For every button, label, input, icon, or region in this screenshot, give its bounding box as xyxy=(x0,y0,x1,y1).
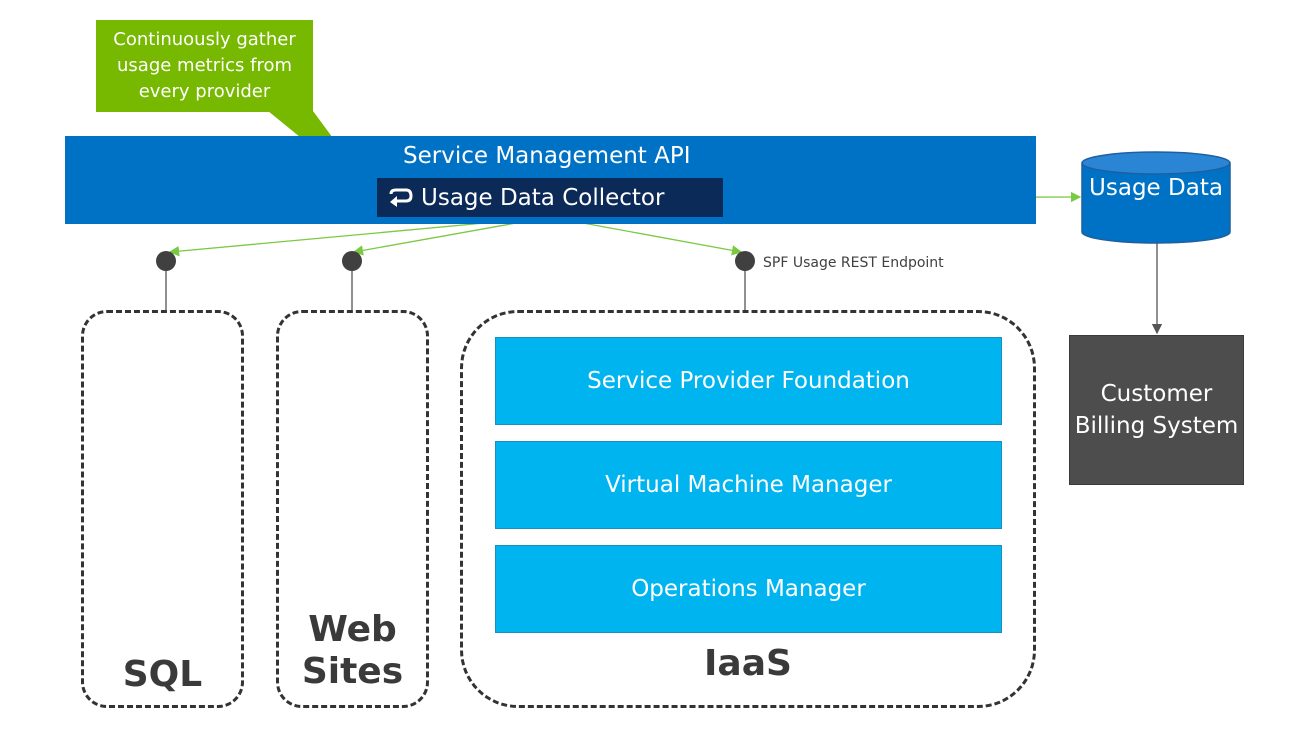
virtual-machine-manager-layer: Virtual Machine Manager xyxy=(495,441,1002,529)
usage-data-collector: Usage Data Collector xyxy=(377,178,723,217)
callout-text: Continuously gather usage metrics from e… xyxy=(113,29,296,102)
customer-billing-label: Customer Billing System xyxy=(1074,381,1239,439)
sql-endpoint-dot xyxy=(156,251,176,271)
websites-label-text: Web Sites xyxy=(301,609,404,692)
sql-container xyxy=(81,310,244,708)
websites-endpoint-dot xyxy=(342,251,362,271)
websites-label: Web Sites xyxy=(276,609,429,693)
refresh-arrow-icon xyxy=(389,188,413,207)
usage-data-label: Usage Data xyxy=(1089,175,1223,201)
service-provider-foundation-layer: Service Provider Foundation xyxy=(495,337,1002,425)
iaas-container xyxy=(460,310,1036,708)
operations-manager-layer: Operations Manager xyxy=(495,545,1002,633)
spf-endpoint-dot xyxy=(735,251,755,271)
service-management-api-title: Service Management API xyxy=(403,143,691,169)
sql-label: SQL xyxy=(122,654,203,695)
iaas-label: IaaS xyxy=(704,643,792,684)
usage-data-collector-label: Usage Data Collector xyxy=(421,184,665,211)
customer-billing-system: Customer Billing System xyxy=(1069,335,1244,485)
websites-container xyxy=(276,310,429,708)
usage-data-database-icon xyxy=(1081,151,1231,244)
callout-note: Continuously gather usage metrics from e… xyxy=(96,20,313,112)
spf-endpoint-label: SPF Usage REST Endpoint xyxy=(763,255,944,271)
